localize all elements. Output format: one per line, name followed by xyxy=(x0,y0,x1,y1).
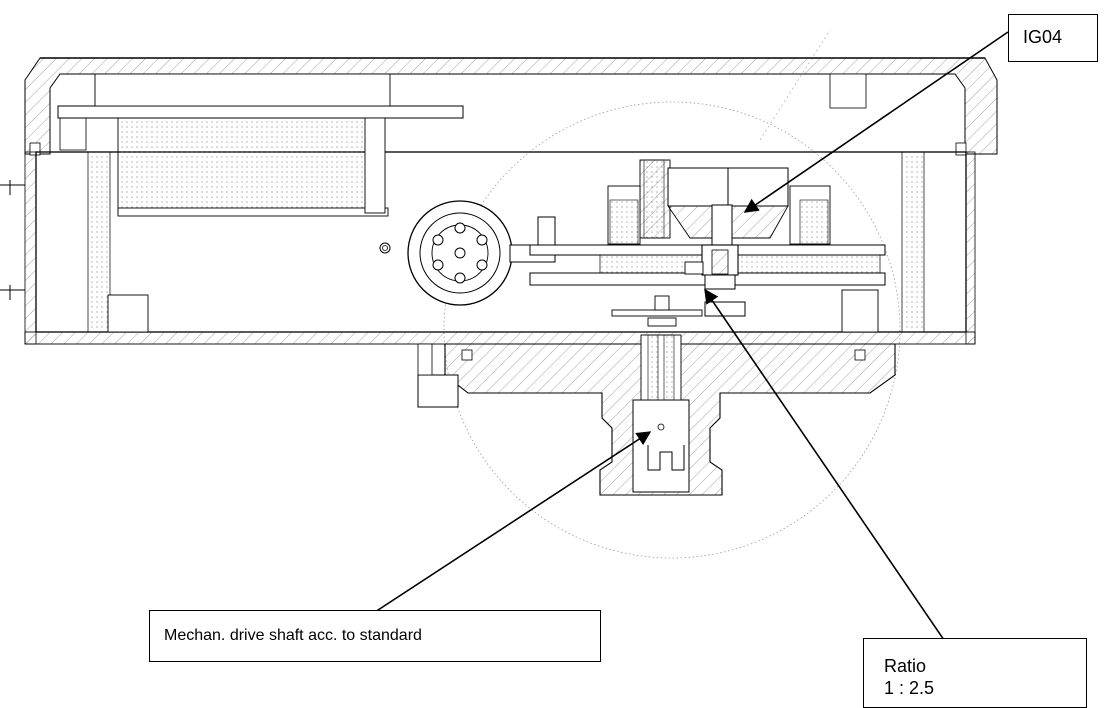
ratio-leader xyxy=(704,288,945,641)
mounting-flange xyxy=(417,334,896,496)
leader-lines xyxy=(374,31,1009,641)
construction-circle xyxy=(443,101,901,559)
drive-shaft-label: Mechan. drive shaft acc. to standard xyxy=(149,610,601,662)
shaft-lever xyxy=(611,295,703,327)
ig04-leader xyxy=(743,31,1009,213)
ratio-label-title: Ratio xyxy=(884,656,927,676)
drive-shaft-label-text: Mechan. drive shaft acc. to standard xyxy=(164,627,422,644)
drive-shaft-leader xyxy=(374,431,652,613)
ratio-label: Ratio 1 : 2.5 xyxy=(863,638,1087,708)
housing-body xyxy=(0,151,976,345)
ratio-label-value: 1 : 2.5 xyxy=(884,678,935,698)
ig04-label-text: IG04 xyxy=(1023,27,1063,47)
coupling-assembly xyxy=(607,151,925,333)
construction-line xyxy=(759,29,831,141)
upper-bracket xyxy=(57,73,464,333)
ig04-label: IG04 xyxy=(1008,14,1098,62)
gear-wheel xyxy=(379,200,513,306)
